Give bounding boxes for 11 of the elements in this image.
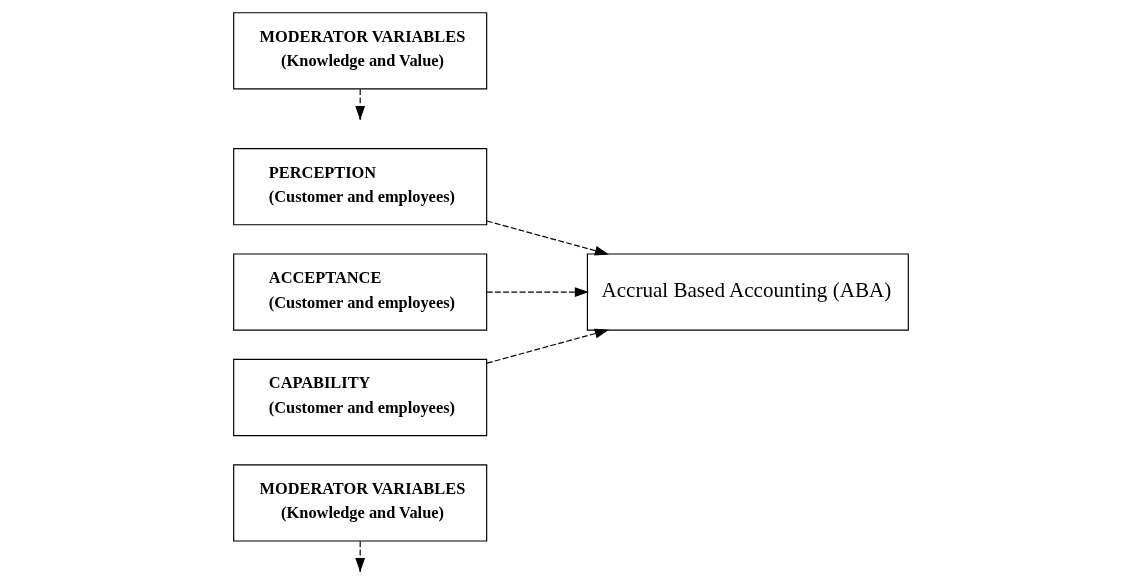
- node-box: MODERATOR VARIABLES (Knowledge and Value): [233, 464, 488, 542]
- arrow: [486, 220, 609, 256]
- arrow: [486, 287, 589, 297]
- node-box: ACCEPTANCE (Customer and employees): [233, 253, 488, 331]
- node-box: Accrual Based Accounting (ABA): [586, 253, 909, 331]
- node-box: CAPABILITY (Customer and employees): [233, 358, 488, 437]
- arrow: [486, 328, 609, 364]
- node-box: MODERATOR VARIABLES (Knowledge and Value): [233, 12, 488, 90]
- node-box: PERCEPTION (Customer and employees): [233, 148, 488, 226]
- arrow: [355, 88, 366, 120]
- arrow: [355, 540, 366, 573]
